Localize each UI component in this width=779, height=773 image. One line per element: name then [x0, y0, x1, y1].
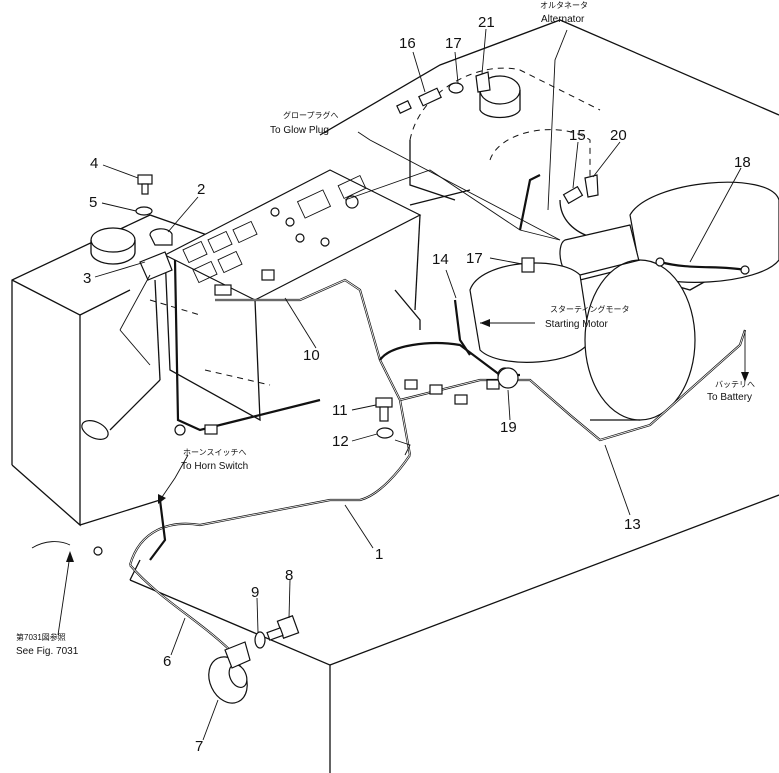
bolt-8 [266, 615, 300, 641]
glow-plug-label-en: To Glow Plug [270, 125, 329, 136]
callout-8: 8 [285, 567, 293, 584]
connector-16 [396, 87, 442, 114]
callout-3: 3 [83, 270, 91, 287]
callout-19: 19 [500, 419, 517, 436]
battery-label-jp: バッテリへ [715, 380, 755, 389]
engine-block [409, 67, 641, 241]
see-fig-label-jp: 第7031図参照 [16, 632, 66, 642]
fuel-sender [81, 251, 173, 440]
part-labels: オルタネータ Alternator グロープラグへ To Glow Plug ス… [16, 1, 755, 657]
callout-16: 16 [399, 35, 416, 52]
small-parts [135, 71, 599, 704]
callout-12: 12 [332, 433, 349, 450]
clamp-2 [149, 228, 173, 246]
callout-10: 10 [303, 347, 320, 364]
callout-5: 5 [89, 194, 97, 211]
callout-21: 21 [478, 14, 495, 31]
terminal-17-top [448, 82, 464, 94]
wire-end [394, 439, 411, 456]
terminal-21 [475, 71, 491, 93]
callout-17-top: 17 [445, 35, 462, 52]
fuel-cap [90, 227, 136, 265]
bolt-11 [375, 397, 393, 422]
horn-switch-label-jp: ホーンスイッチへ [183, 448, 246, 457]
battery-box [149, 169, 422, 422]
connector-15 [562, 185, 584, 205]
callout-11: 11 [332, 402, 348, 419]
terminal-20 [584, 174, 599, 198]
callout-14: 14 [432, 251, 449, 268]
alternator-label-jp: オルタネータ [540, 1, 588, 10]
terminal-17-lower [521, 257, 535, 273]
glow-plug-label-jp: グロープラグへ [283, 110, 339, 120]
callout-1: 1 [375, 546, 383, 563]
washer-5 [135, 206, 153, 216]
starting-motor-label-en: Starting Motor [545, 319, 608, 330]
starting-motor-label-jp: スターティングモータ [550, 304, 630, 314]
callout-9: 9 [251, 584, 259, 601]
callout-15: 15 [569, 127, 586, 144]
callout-4: 4 [90, 155, 98, 172]
alternator-label-en: Alternator [541, 14, 585, 25]
bolt-4 [137, 174, 153, 195]
horn-7 [208, 641, 251, 704]
callout-2: 2 [197, 181, 205, 198]
callout-7: 7 [195, 738, 203, 755]
battery-label-en: To Battery [707, 392, 752, 403]
callout-20: 20 [610, 127, 627, 144]
washer-12 [376, 427, 394, 439]
washer-9 [254, 631, 266, 649]
callout-numbers: 4 5 2 3 10 11 12 1 6 7 9 8 16 17 21 15 2… [83, 14, 751, 755]
callout-13: 13 [624, 516, 641, 533]
horn-switch-label-en: To Horn Switch [181, 461, 248, 472]
callout-6: 6 [163, 653, 171, 670]
see-fig-label-en: See Fig. 7031 [16, 646, 79, 657]
callout-17-lower: 17 [466, 250, 483, 267]
leader-lines [57, 28, 749, 741]
starting-motor [469, 259, 696, 421]
callout-18: 18 [734, 154, 751, 171]
grommet-19 [497, 367, 519, 389]
